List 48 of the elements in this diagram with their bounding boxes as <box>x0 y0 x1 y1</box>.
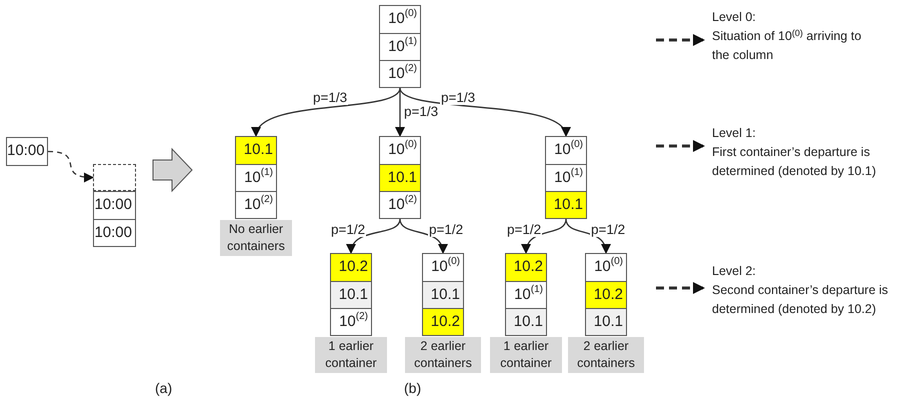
level-description: Level 2: <box>712 263 757 280</box>
level-description: Level 0: <box>712 9 757 26</box>
node-label: 1 earlier container <box>315 337 387 373</box>
arrow <box>656 34 705 46</box>
empty-slot-box <box>93 164 136 191</box>
value-cell: 10.1 <box>546 191 586 218</box>
node-label: 2 earlier containers <box>405 337 481 373</box>
level-description: Situation of 10$^{(0)}$ arriving to the column <box>712 27 862 64</box>
value-cell: 10.1 <box>380 164 420 191</box>
arrow <box>254 88 401 137</box>
value-cell: 10.1 <box>423 281 463 308</box>
value-cell: 10.2 <box>586 281 626 308</box>
container-stack <box>585 253 627 336</box>
arrow <box>48 150 94 182</box>
arrow <box>347 218 401 254</box>
container-stack <box>505 253 547 336</box>
value-cell: 10.2 <box>331 254 371 281</box>
panel-label: (a) <box>155 380 172 396</box>
panel-label: (b) <box>404 380 422 396</box>
value-cell: 10.1 <box>586 308 626 335</box>
value-cell: 10.2 <box>423 308 463 335</box>
container-stack <box>235 136 277 219</box>
arrow <box>656 282 705 294</box>
value-cell: 10.1 <box>331 281 371 308</box>
edge-label: p=1/3 <box>312 90 348 105</box>
container-stack <box>545 136 587 219</box>
container-stack <box>379 5 421 88</box>
container-stack <box>93 191 136 247</box>
node-label: 2 earlier containers <box>568 337 644 373</box>
edge-label: p=1/2 <box>428 222 464 237</box>
arrow <box>399 218 447 254</box>
arrow <box>565 218 610 254</box>
value-cell: 10.2 <box>506 254 546 281</box>
edge-label: p=1/2 <box>330 222 366 237</box>
value-cell: 10.1 <box>506 308 546 335</box>
level-description: Second container’s departure is determined (denoted by 10.2) <box>712 282 890 318</box>
node-label: 1 earlier container <box>490 337 562 373</box>
arrow <box>656 140 705 152</box>
edge-label: p=1/2 <box>506 222 542 237</box>
node-label: No earlier containers <box>220 220 292 256</box>
container-stack <box>379 136 421 219</box>
container-stack <box>422 253 464 336</box>
level-description: First container’s departure is determined (denoted by 10.1) <box>712 144 877 180</box>
edge-label: p=1/2 <box>590 222 626 237</box>
arrow <box>522 218 567 254</box>
value-cell: 10.1 <box>236 137 276 164</box>
level-description: Level 1: <box>712 125 757 142</box>
container-stack <box>330 253 372 336</box>
